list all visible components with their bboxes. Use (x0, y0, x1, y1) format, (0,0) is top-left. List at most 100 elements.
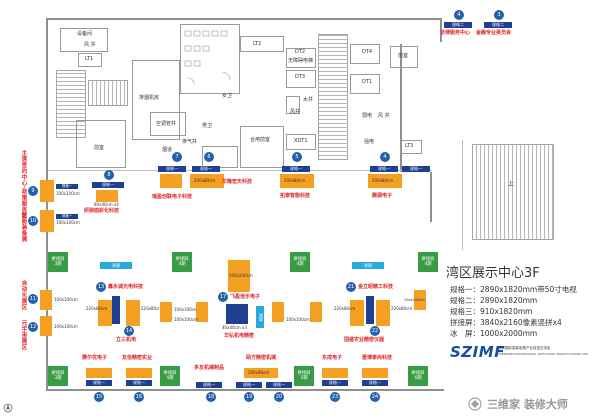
screen-2: 拼接屏 4期 (172, 252, 192, 272)
spec-3-value: 910x1820mm (480, 307, 533, 316)
booth-23-name[interactable]: 东成电子 (322, 355, 343, 361)
booth-4-size: 200x80cm (372, 178, 394, 183)
screen-3-num: 4期 (296, 262, 304, 267)
dt3-label: DT3 (295, 74, 306, 80)
spec-1-value: 2890x1820mm带50寸电视 (480, 285, 577, 294)
outer-wall-top (46, 18, 441, 20)
booth-6-size: 200x80cm (194, 178, 216, 183)
screen-8: 拼接屏 6期 (408, 366, 428, 386)
booth-15-area (86, 368, 112, 378)
smoke-room-label: 排烟机房 (139, 95, 160, 101)
spec-line-3: 规格三：910x1820mm (450, 308, 532, 316)
up-label: 上 (508, 181, 515, 188)
aircon-well (150, 112, 186, 136)
booth-24-area (362, 368, 388, 378)
booth-15-name[interactable]: 赛尔优电子 (82, 355, 108, 361)
booth-17-name[interactable]: 飞盈佳乐电子 (230, 294, 261, 300)
booth-19-name[interactable]: 硕方精密机械 (246, 355, 277, 361)
outer-wall-bottom (46, 389, 444, 391)
center-booth-c (272, 302, 284, 322)
screen-7-num: 5期 (300, 376, 308, 381)
booth-16-number: 16 (134, 392, 144, 402)
front-room-3-label: 前室 (398, 53, 409, 59)
booth-4-area (368, 174, 402, 188)
booth-7-name[interactable]: 瑞盈创联电子科技 (152, 194, 193, 200)
water-well (286, 96, 300, 114)
compass-mark-icon (3, 403, 13, 413)
booth-5-size: 200x80cm (284, 178, 306, 183)
outer-wall-right-upper (400, 44, 402, 172)
booth-5-number: 5 (292, 152, 302, 162)
booth-12-size: 100x100cm (54, 324, 78, 329)
wind-well-label: 风 井 (84, 42, 96, 48)
booth-24-name[interactable]: 壹博泰尚科技 (362, 355, 393, 361)
booth-17-tall (228, 260, 250, 292)
booth-13-spec-v (112, 296, 120, 324)
booth-4-name[interactable]: 腾源电子 (372, 193, 393, 199)
booth-21-number: 21 (346, 282, 356, 292)
screen-8-label: 拼接屏 (411, 370, 425, 376)
ice-screen-1: 冰屏 (100, 262, 132, 269)
booth-8-name[interactable]: 妍骐面彩化科技 (84, 208, 120, 214)
lift-dt2 (286, 48, 316, 68)
booth-12-area (40, 316, 52, 336)
booth-16-name[interactable]: 友信精密实业 (122, 355, 153, 361)
spec-line-2: 规格二：2890x1820mm (450, 297, 537, 305)
spec-4-label: 拼接屏： (450, 318, 480, 327)
women-toilet-label: 女卫 (222, 93, 233, 99)
center-booth-d (310, 302, 322, 322)
booth-18-name[interactable]: 多友机械制品 (194, 365, 225, 371)
booth-20-spec: 规格一 (266, 382, 292, 388)
booth-17b-name[interactable]: 华弘机电精密 (224, 333, 255, 339)
booth-15-number: 15 (94, 392, 104, 402)
spec-1-label: 规格一： (450, 285, 480, 294)
booth-14-name[interactable]: 立三机电 (116, 337, 137, 343)
booth-24-spec: 规格一 (362, 380, 388, 386)
screen-6-num: 4期 (166, 376, 174, 381)
booth-17-size: 100x240cm (229, 273, 253, 278)
hall-title: 湾区展示中心3F (446, 266, 540, 281)
side-label-policy: 主席签约中心·政策服务区 (20, 150, 27, 219)
screen-5: 拼接屏 3期 (48, 366, 68, 386)
booth-9-number: 9 (28, 186, 38, 196)
booth-24-number: 24 (370, 392, 380, 402)
booth-7-area (160, 174, 182, 188)
front-room-1-label: 前室 (94, 145, 105, 151)
spec-line-5: 冰 屏：1000x2000mm (450, 330, 537, 338)
booth-13-area-b (126, 300, 140, 326)
booth-22-name[interactable]: 国盛农业精密仪器 (344, 337, 385, 343)
lift-lt1 (78, 53, 102, 67)
front-room-1 (76, 120, 126, 168)
booth-lt4-spec: 规格一 (402, 166, 430, 172)
booth-5-name[interactable]: 拓泰智能科技 (280, 193, 311, 199)
booth-6-number: 6 (204, 152, 214, 162)
top-org-3-spec: 规格二 (484, 22, 512, 28)
booth-6-area (190, 174, 224, 188)
booth-17b-size: 40x40cm x3 (222, 325, 247, 330)
top-org-3-name[interactable]: 金融专业委员会 (476, 30, 512, 36)
lift-dt4 (350, 44, 380, 64)
smoke-flue-label: 烟道 (162, 147, 173, 153)
top-org-4-number: 4 (454, 10, 464, 20)
booth-21-name[interactable]: 金立昭精工科技 (358, 284, 394, 290)
szimf-logo-text: SZIMF (450, 343, 505, 361)
center-size-c: 100x100cm (286, 317, 310, 322)
spec-2-value: 2890x1820mm (480, 296, 538, 305)
booth-8-number: 8 (104, 170, 114, 180)
spec-4-value: 3840x2160像素竖拼x4 (480, 318, 562, 327)
screen-2-num: 4期 (178, 262, 186, 267)
divider-top-zone (48, 170, 432, 171)
booth-6-name[interactable]: 华隆宏天科技 (222, 179, 253, 185)
water-well-label: 水井 (303, 97, 314, 103)
ice-screen-2: 冰屏 (352, 262, 384, 269)
outer-wall-right (430, 172, 432, 222)
booth-5-spec: 规格一 (282, 166, 310, 172)
booth-11-size: 100x100cm (54, 297, 78, 302)
top-org-4-name[interactable]: 法律服务中心 (440, 30, 471, 36)
spec-5-value: 1000x2000mm (480, 329, 538, 338)
booth-10-area (40, 210, 54, 232)
booth-8-spec: 规格一 (92, 182, 124, 188)
booth-13-name[interactable]: 鑫永诚光电科技 (108, 284, 144, 290)
top-org-3-number: 3 (494, 10, 504, 20)
booth-11-number: 11 (28, 294, 38, 304)
